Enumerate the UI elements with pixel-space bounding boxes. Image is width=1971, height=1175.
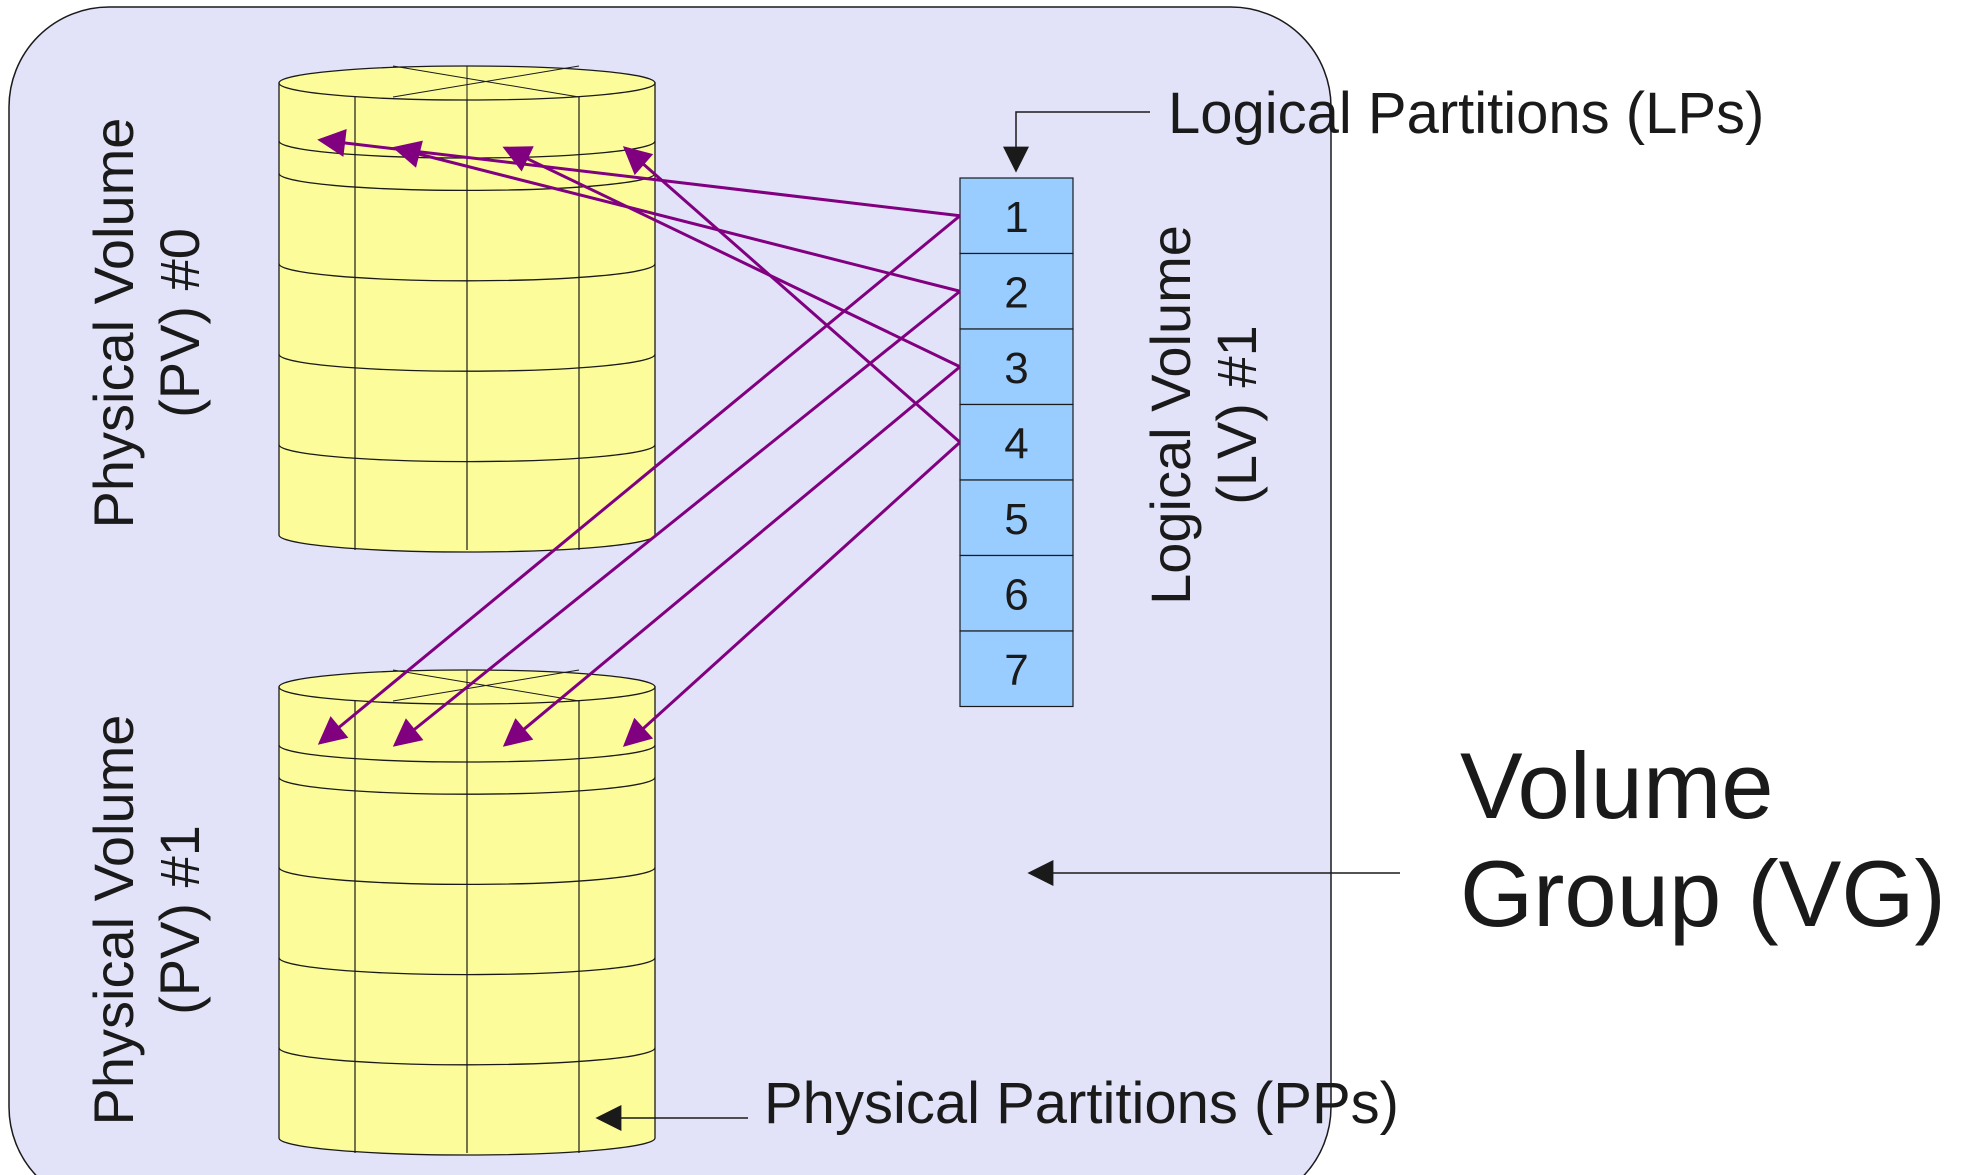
svg-text:Physical Volume: Physical Volume [82, 118, 145, 529]
mapping-arrow-lp1-pv0 [317, 129, 961, 218]
physical-volume-1-label: Physical Volume (PV) #1 [82, 715, 211, 1126]
logical-partition-6: 6 [959, 554, 1074, 632]
svg-text:(PV) #0: (PV) #0 [148, 228, 211, 418]
mapping-arrow-lp4-pv1 [622, 441, 962, 747]
mapping-arrow-lp3-pv1 [502, 365, 961, 747]
logical-partition-number: 5 [1004, 495, 1028, 544]
logical-partitions-pointer [1003, 111, 1150, 173]
logical-partition-7: 7 [959, 630, 1074, 708]
physical-volume-0-label: Physical Volume (PV) #0 [82, 118, 211, 529]
svg-text:(LV) #1: (LV) #1 [1205, 325, 1268, 504]
logical-partition-1: 1 [959, 177, 1074, 255]
mapping-arrows [317, 129, 962, 747]
logical-partition-number: 1 [1004, 193, 1028, 242]
svg-text:(PV) #1: (PV) #1 [148, 825, 211, 1015]
svg-text:Physical Volume: Physical Volume [82, 715, 145, 1126]
mapping-arrow-lp4-pv0 [622, 146, 961, 444]
logical-partitions-label: Logical Partitions (LPs) [1168, 81, 1764, 146]
logical-partition-number: 3 [1004, 344, 1028, 393]
mapping-arrow-lp2-pv0 [392, 140, 961, 293]
logical-volume-label: Logical Volume (LV) #1 [1139, 225, 1268, 605]
mapping-arrow-lp1-pv1 [317, 214, 961, 745]
physical-partitions-label: Physical Partitions (PPs) [764, 1071, 1399, 1136]
physical-volume-0-disk [278, 65, 656, 553]
logical-partition-number: 2 [1004, 268, 1028, 317]
logical-partition-number: 4 [1004, 419, 1028, 468]
logical-partition-number: 7 [1004, 646, 1028, 695]
logical-partition-2: 2 [959, 252, 1074, 330]
logical-partition-number: 6 [1004, 570, 1028, 619]
mapping-arrow-lp2-pv1 [392, 290, 961, 747]
logical-partitions-column: 1 2 3 4 5 6 7 [959, 177, 1074, 708]
logical-partition-4: 4 [959, 403, 1074, 481]
logical-partition-5: 5 [959, 479, 1074, 557]
svg-text:Logical Volume: Logical Volume [1139, 225, 1202, 605]
volume-group-label-line2: Group (VG) [1460, 841, 1946, 946]
mapping-arrow-lp3-pv0 [502, 146, 961, 369]
logical-partition-3: 3 [959, 328, 1074, 406]
physical-volume-1-disk [278, 669, 656, 1156]
volume-group-label-line1: Volume [1460, 733, 1774, 838]
